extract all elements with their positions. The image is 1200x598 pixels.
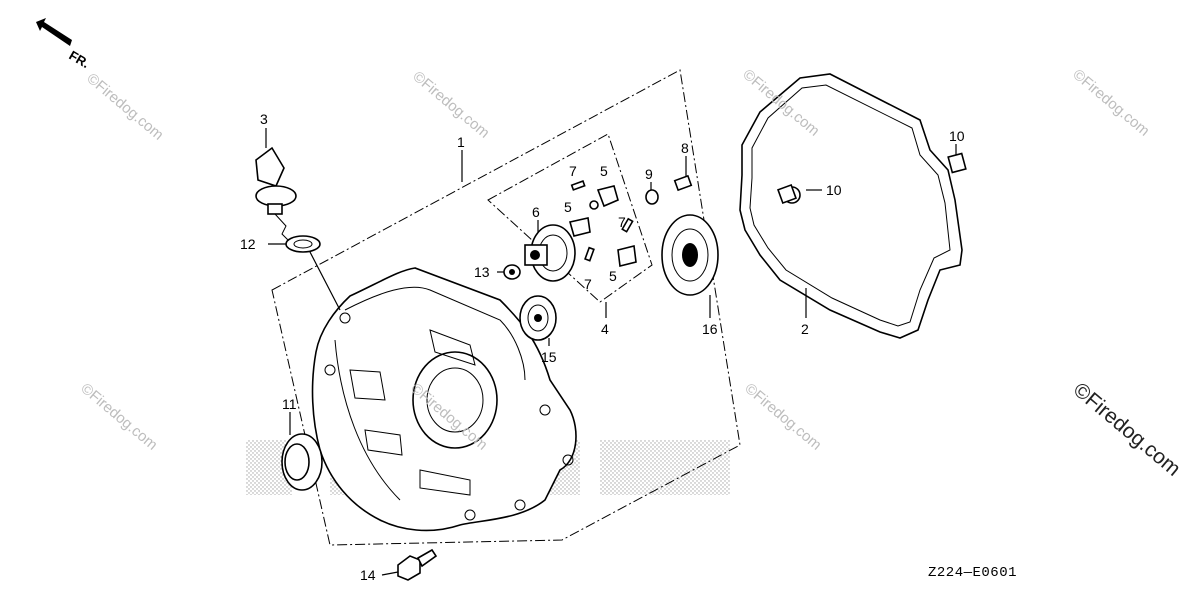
callout-13: 13 <box>474 264 490 280</box>
callout-5a: 5 <box>600 163 608 179</box>
governor-gear <box>524 224 576 282</box>
dowel-pin-10a <box>777 184 801 204</box>
callout-14: 14 <box>360 567 376 583</box>
crankcase-cover <box>311 267 577 532</box>
drawing-code: Z224—E0601 <box>928 565 1017 581</box>
dowel-pin-8 <box>673 174 693 192</box>
callout-1: 1 <box>457 134 465 150</box>
callout-4: 4 <box>601 321 609 337</box>
callout-10a: 10 <box>826 182 842 198</box>
oil-dipstick-cap <box>255 146 297 245</box>
sealing-washer <box>285 235 321 253</box>
watermark: ©Firedog.com <box>741 380 824 454</box>
callout-15: 15 <box>541 349 557 365</box>
callout-5c: 5 <box>609 268 617 284</box>
callout-9: 9 <box>645 166 653 182</box>
callout-6: 6 <box>532 204 540 220</box>
bearing-large <box>661 214 719 296</box>
callout-11: 11 <box>282 396 297 412</box>
leader-lines <box>265 128 957 576</box>
governor-subassembly-outline <box>487 133 653 303</box>
front-direction-arrow-icon: FR. <box>36 18 92 71</box>
oil-seal <box>281 433 323 491</box>
watermark: ©Firedog.com <box>409 68 492 142</box>
bearing-small <box>519 295 557 341</box>
watermark: ©Firedog.com <box>83 70 166 144</box>
lock-nut <box>503 264 521 280</box>
gasket <box>739 73 963 339</box>
sealing-washer-inner <box>293 239 313 249</box>
callout-7b: 7 <box>618 214 626 230</box>
callout-7a: 7 <box>569 163 577 179</box>
watermark: ©Firedog.com <box>77 380 160 454</box>
orientation-label: FR. <box>67 48 93 71</box>
callout-3: 3 <box>260 111 268 127</box>
watermark: ©Firedog.com <box>1069 66 1152 140</box>
callout-12: 12 <box>240 236 256 252</box>
assembly-group-outline <box>271 69 741 546</box>
callout-8: 8 <box>681 140 689 156</box>
callout-2: 2 <box>801 321 809 337</box>
callout-5b: 5 <box>564 199 572 215</box>
watermarks: ©Firedog.com ©Firedog.com ©Firedog.com ©… <box>77 66 1184 481</box>
callout-7c: 7 <box>584 276 592 292</box>
callout-16: 16 <box>702 321 718 337</box>
callout-numbers: 1 2 3 4 5 5 5 6 7 7 7 8 9 10 10 11 12 13… <box>240 111 965 583</box>
dowel-pin-10b <box>947 152 967 174</box>
governor-weights <box>568 180 637 267</box>
flange-bolt <box>397 548 438 581</box>
callout-10b: 10 <box>949 128 965 144</box>
thrust-washer-9 <box>645 189 659 205</box>
watermark-large: ©Firedog.com <box>1069 378 1185 481</box>
